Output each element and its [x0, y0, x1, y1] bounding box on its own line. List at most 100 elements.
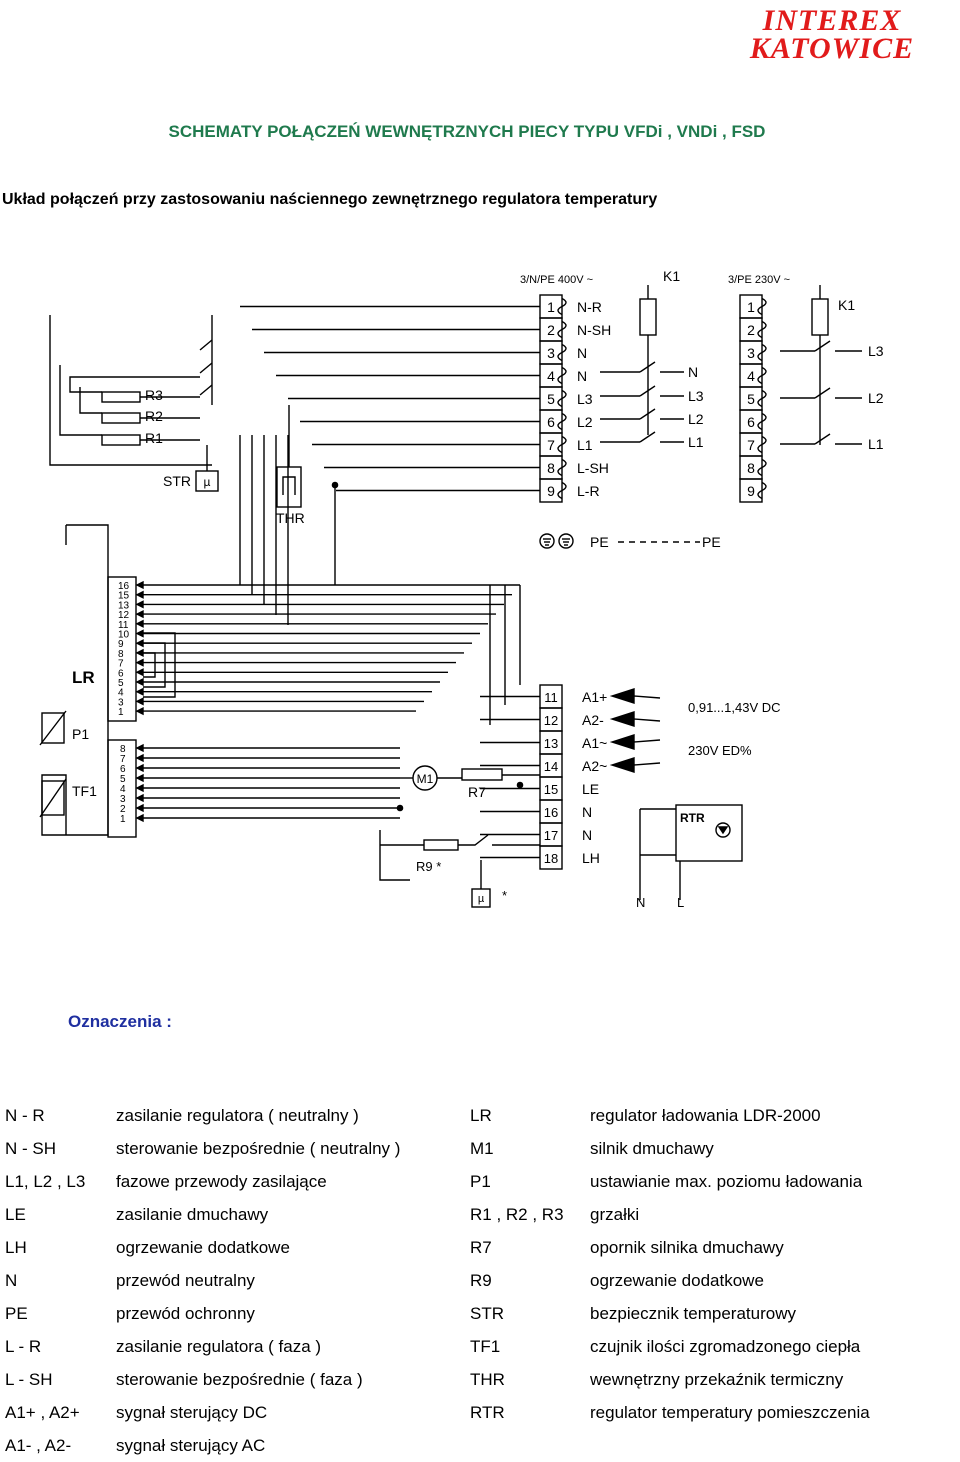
diagram-label: THR [276, 510, 305, 526]
terminal-arrow [135, 609, 144, 619]
legend-cell-v1: sygnał sterujący AC [116, 1436, 266, 1455]
legend-cell-v2: regulator ładowania LDR-2000 [590, 1106, 821, 1125]
terminal-arrow [135, 639, 144, 648]
wire [282, 476, 296, 495]
r9-resistor [423, 839, 459, 851]
terminal-arrow [135, 648, 144, 658]
terminal-loop [757, 297, 767, 316]
diagram-label: 7 [118, 659, 124, 670]
legend-cell-k2: R1 , R2 , R3 [470, 1205, 564, 1224]
diagram-label: 3/N/PE 400V ~ [520, 274, 593, 286]
terminal-arrow [135, 743, 144, 753]
legend-cell-k2: STR [470, 1304, 504, 1323]
terminal-arrow [135, 803, 144, 813]
terminal-arrow [135, 629, 144, 638]
diagram-label: L2 [868, 390, 884, 406]
heater-resistor [101, 434, 141, 446]
legend-cell-k2: LR [470, 1106, 492, 1125]
diagram-label: 9 [118, 639, 124, 650]
diagram-label: P1 [72, 726, 89, 742]
earth-symbol [558, 533, 574, 549]
signal-arrow [609, 757, 635, 773]
diagram-label: RTR [680, 811, 705, 825]
diagram-label: R7 [468, 784, 486, 800]
diagram-label: 5 [118, 678, 124, 689]
legend-cell-v2: wewnętrzny przekaźnik termiczny [590, 1370, 844, 1389]
diagram-label: R1 [145, 430, 163, 446]
terminal-arrow [135, 773, 144, 783]
diagram-label: 11 [544, 690, 558, 705]
legend-cell-v2: ogrzewanie dodatkowe [590, 1271, 764, 1290]
wire [49, 315, 212, 466]
diagram-label: L1 [868, 436, 884, 452]
diagram-label: L1 [688, 434, 704, 450]
terminal-arrow [135, 793, 144, 803]
legend-cell-k1: N - R [5, 1106, 45, 1125]
switch-contact [639, 385, 656, 397]
diagram-label: 2 [547, 322, 555, 338]
diagram-label: 7 [120, 754, 126, 765]
diagram-label: L-SH [577, 460, 609, 476]
diagram-label: 3/PE 230V ~ [728, 274, 790, 286]
diagram-label: 10 [118, 630, 130, 641]
diagram-label: 7 [547, 437, 555, 453]
diagram-label: µ [478, 893, 485, 905]
terminal-loop [757, 389, 767, 408]
legend-cell-v2: opornik silnika dmuchawy [590, 1238, 784, 1257]
diagram-label: 6 [120, 764, 126, 775]
legend-cell-v1: sterowanie bezpośrednie ( faza ) [116, 1370, 363, 1389]
legend-cell-v1: ogrzewanie dodatkowe [116, 1238, 290, 1257]
legend-cell-v1: przewód neutralny [116, 1271, 255, 1290]
diagram-label: L3 [868, 343, 884, 359]
diagram-label: N [582, 827, 592, 843]
diagram-label: * [502, 888, 507, 903]
terminal-arrow [135, 658, 144, 667]
legend-cell-k1: L1, L2 , L3 [5, 1172, 86, 1191]
legend-cell-v1: fazowe przewody zasilające [116, 1172, 327, 1191]
rtr-box [675, 804, 743, 862]
legend-cell-k2: THR [470, 1370, 505, 1389]
terminal-arrow [135, 753, 144, 763]
diagram-label: N-SH [577, 322, 611, 338]
terminal-loop [557, 435, 567, 454]
terminal-loop [557, 481, 567, 500]
diagram-label: PE [590, 534, 609, 550]
diagram-label: R3 [145, 387, 163, 403]
diagram-label: 5 [120, 774, 126, 785]
diagram-label: M1 [417, 772, 434, 786]
wire [39, 710, 67, 746]
lr-terminal-strip [107, 576, 137, 722]
lr-terminal-strip [107, 739, 137, 838]
legend-cell-v1: sygnał sterujący DC [116, 1403, 268, 1422]
terminal-loop [557, 297, 567, 316]
switch-contact [814, 387, 831, 399]
diagram-label: L2 [688, 411, 704, 427]
terminal-loop [757, 366, 767, 385]
terminal-arrow [135, 580, 144, 590]
wire [633, 695, 661, 699]
diagram-label: 15 [118, 591, 130, 602]
junction-dot [396, 804, 404, 812]
p1-potentiometer [41, 712, 65, 744]
company-logo: INTEREX KATOWICE [712, 2, 952, 64]
diagram-label: 3 [747, 345, 755, 361]
diagram-label: 13 [118, 600, 130, 611]
diagram-label: 5 [747, 391, 755, 407]
wire [79, 387, 102, 414]
switch-contact [814, 433, 831, 445]
junction-dot [516, 781, 524, 789]
legend-cell-v1: przewód ochronny [116, 1304, 255, 1323]
diagram-label: 18 [544, 851, 558, 866]
page-title: SCHEMATY POŁĄCZEŃ WEWNĘTRZNYCH PIECY TYP… [168, 122, 766, 141]
diagram-label: 4 [547, 368, 555, 384]
wire [633, 739, 661, 743]
legend-cell-k2: TF1 [470, 1337, 501, 1356]
legend-cell-v2: bezpiecznik temperaturowy [590, 1304, 796, 1323]
wire [379, 830, 410, 881]
diagram-label: 12 [118, 610, 130, 621]
switch-contact [199, 362, 213, 374]
logo-line1: INTEREX [762, 4, 902, 37]
